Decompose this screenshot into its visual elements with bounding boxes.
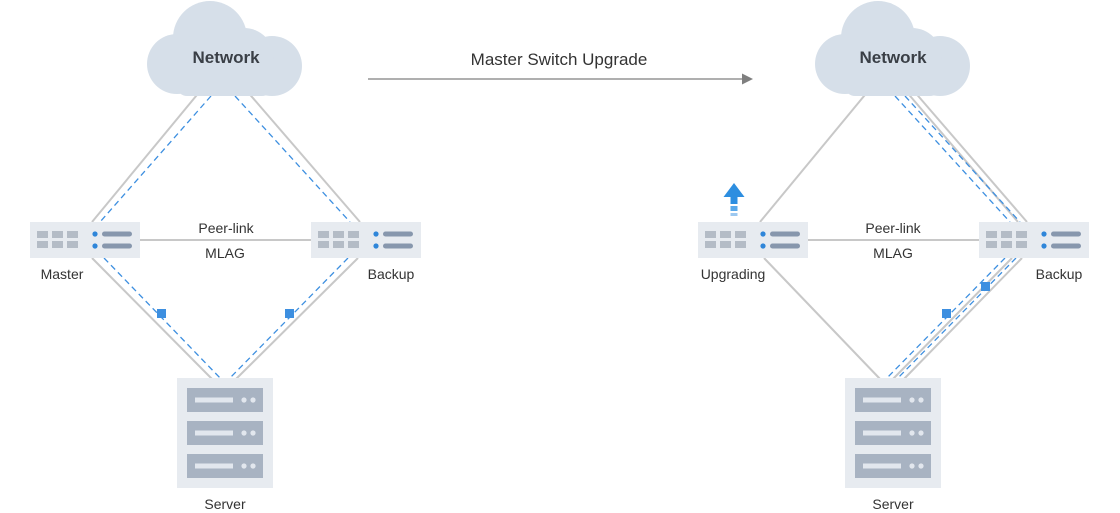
left-traffic-paths <box>99 95 351 381</box>
left-diagram <box>30 1 421 488</box>
server-unit <box>855 421 931 445</box>
diagram-title: Master Switch Upgrade <box>470 50 648 69</box>
left-dash-master-server <box>103 257 223 381</box>
right-wire-backup-server-2 <box>902 257 1023 381</box>
right-wire-cloud-upgrading <box>759 89 870 223</box>
left-dash-cloud-backup <box>234 95 351 223</box>
left-backup-switch-icon <box>311 222 421 258</box>
upgrade-arrow-icon <box>723 183 745 216</box>
right-upgrading-switch-icon <box>698 222 808 258</box>
left-network-label: Network <box>192 48 260 67</box>
server-unit <box>187 388 263 412</box>
left-dash-cloud-master <box>99 95 212 223</box>
left-wire-master-server <box>91 257 214 381</box>
left-backup-label: Backup <box>367 266 415 282</box>
left-wire-backup-server <box>234 257 359 381</box>
right-peer-link-label: Peer-link <box>865 220 921 236</box>
right-dash-backup-server-1 <box>884 257 1006 381</box>
right-traffic-paths <box>884 95 1021 381</box>
right-network-cloud-icon <box>815 1 970 96</box>
right-server-label: Server <box>872 496 914 512</box>
right-dash-cloud-backup-1 <box>894 95 1011 223</box>
right-dash-backup-server-2 <box>895 257 1017 381</box>
left-dash-backup-server <box>227 257 349 381</box>
left-link-marker-2 <box>285 309 294 318</box>
right-diagram <box>698 1 1089 488</box>
right-upgrading-label: Upgrading <box>700 266 766 282</box>
left-network-cloud-icon <box>147 1 302 96</box>
right-wire-backup-server-1 <box>891 257 1013 381</box>
left-wire-cloud-backup <box>245 89 361 223</box>
left-wire-cloud-master <box>91 89 202 223</box>
left-master-label: Master <box>40 266 84 282</box>
right-dash-cloud-backup-2 <box>904 95 1021 223</box>
right-backup-label: Backup <box>1035 266 1083 282</box>
server-unit <box>855 454 931 478</box>
right-server-icon <box>845 378 941 488</box>
server-unit <box>855 388 931 412</box>
server-unit <box>187 421 263 445</box>
transition-arrow-icon <box>368 73 753 85</box>
right-backup-switch-icon <box>979 222 1089 258</box>
right-wire-cloud-backup-2 <box>912 89 1028 223</box>
left-server-label: Server <box>204 496 246 512</box>
right-network-label: Network <box>859 48 927 67</box>
left-server-icon <box>177 378 273 488</box>
server-unit <box>187 454 263 478</box>
right-link-marker-1 <box>981 282 990 291</box>
left-peer-link-label: Peer-link <box>198 220 254 236</box>
right-link-marker-2 <box>942 309 951 318</box>
right-wire-upgrading-server <box>763 257 882 381</box>
left-master-switch-icon <box>30 222 140 258</box>
left-link-marker-1 <box>157 309 166 318</box>
left-mlag-label: MLAG <box>205 245 245 261</box>
right-mlag-label: MLAG <box>873 245 913 261</box>
left-wires <box>91 89 361 381</box>
